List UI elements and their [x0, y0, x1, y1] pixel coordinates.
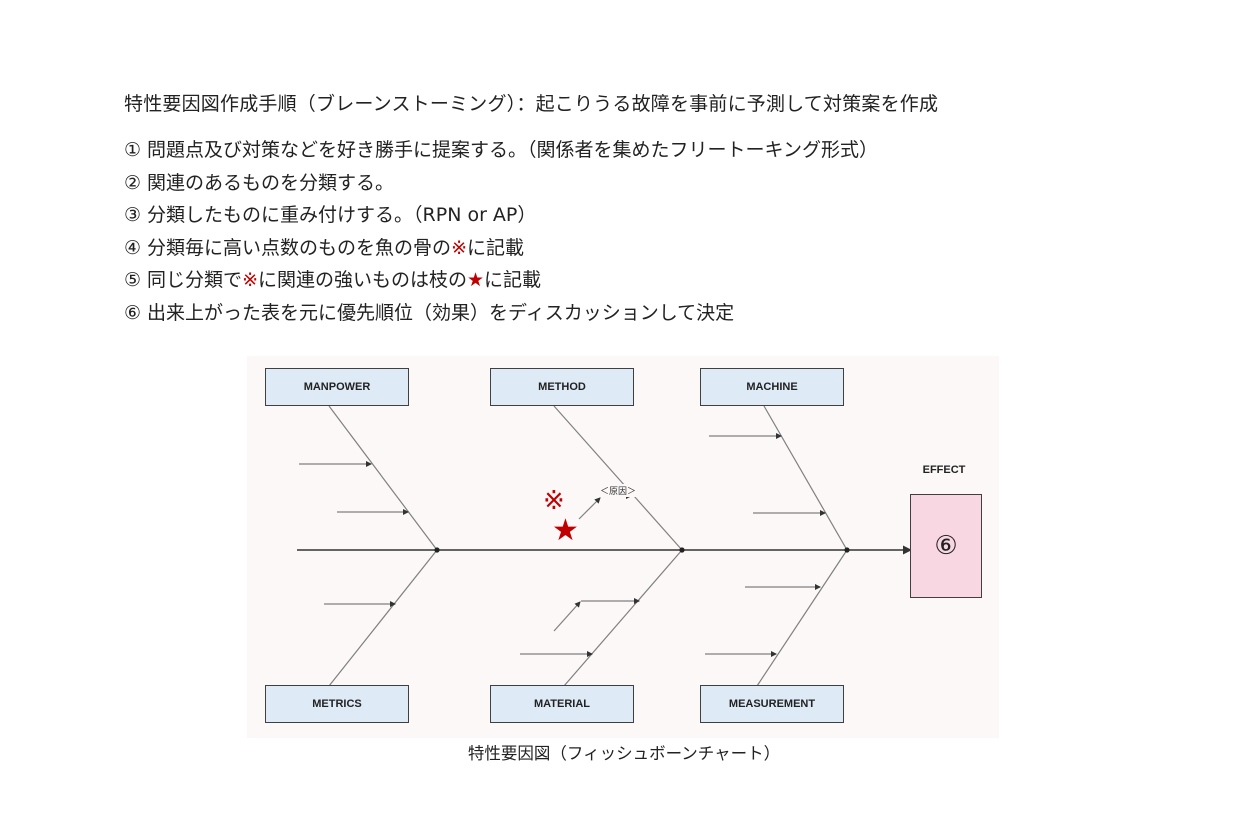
category-manpower: MANPOWER [265, 368, 409, 406]
joint-dot [434, 547, 440, 553]
page-heading: 特性要因図作成手順（ブレーンストーミング）：起こりうる故障を事前に予測して対策案… [124, 93, 939, 115]
effect-box: ⑥ [910, 494, 982, 598]
kome-mark-inline: ※ [451, 236, 467, 259]
category-material: MATERIAL [490, 685, 634, 723]
diagram-caption: 特性要因図（フィッシュボーンチャート） [467, 744, 781, 763]
kome-mark: ※ [543, 486, 565, 516]
bone-method [553, 405, 683, 551]
star-mark-inline: ★ [467, 269, 485, 292]
bone-measurement [756, 549, 848, 687]
bone-machine [763, 405, 848, 551]
category-metrics: METRICS [265, 685, 409, 723]
bone-manpower [328, 405, 438, 551]
cause-label: ＜原因＞ [599, 484, 638, 497]
branch-arrow [578, 497, 601, 520]
effect-label: EFFECT [922, 464, 966, 476]
fishbone-diagram: MANPOWER METHOD MACHINE METRICS MATERIAL… [247, 356, 999, 738]
bone-metrics [328, 549, 438, 687]
kome-mark-inline: ※ [242, 269, 258, 292]
category-measurement: MEASUREMENT [700, 685, 844, 723]
joint-dot [679, 547, 685, 553]
fishbone-lines [297, 405, 912, 687]
branch-arrow [553, 601, 581, 632]
joint-dot [844, 547, 850, 553]
category-method: METHOD [490, 368, 634, 406]
bone-material [563, 549, 683, 687]
category-machine: MACHINE [700, 368, 844, 406]
star-mark: ★ [552, 513, 579, 548]
